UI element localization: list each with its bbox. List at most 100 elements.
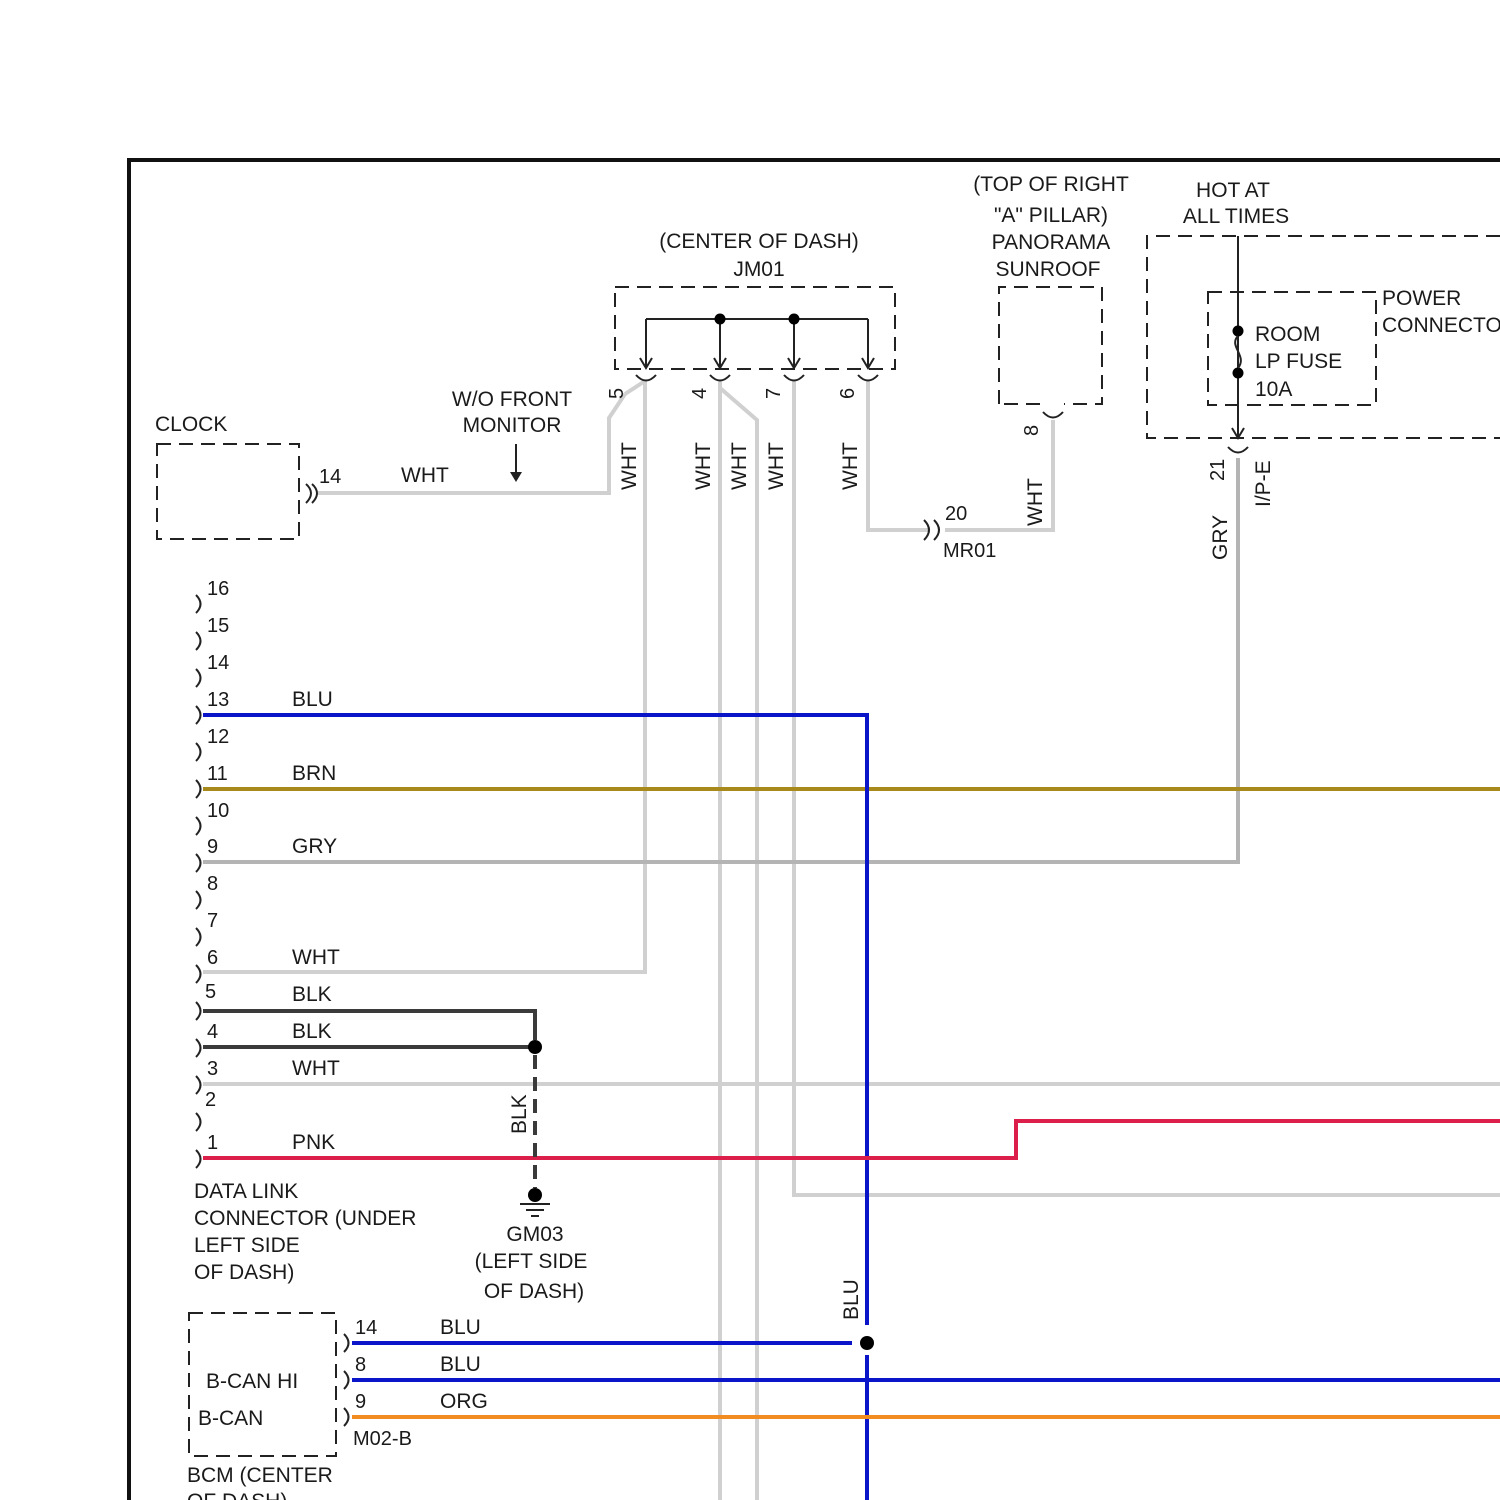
bcm-pin-glyphs	[344, 1334, 349, 1426]
mr01-pin: 20	[945, 503, 967, 525]
dlc-pin-9: 9	[207, 836, 218, 858]
ground-label-3: OF DASH)	[484, 1280, 584, 1303]
clock-pin-number: 14	[319, 466, 341, 488]
wire-label-wht6: WHT	[292, 946, 340, 969]
wire-label-blu-vertical: BLU	[840, 1279, 863, 1320]
dlc-pin-glyph	[196, 743, 201, 761]
hot-at-label-1: HOT AT	[1196, 179, 1270, 202]
dlc-pin-1: 1	[207, 1132, 218, 1154]
dlc-pin-glyph	[196, 1150, 201, 1168]
dlc-pin-10: 10	[207, 800, 229, 822]
bcm-pin-9: 9	[355, 1391, 366, 1413]
dlc-pin-14: 14	[207, 652, 229, 674]
wire-blk-dlc5	[203, 1011, 535, 1040]
dlc-pin-glyph	[196, 891, 201, 909]
wire-label-jm4a: WHT	[692, 442, 715, 490]
dlc-label-3: LEFT SIDE	[194, 1234, 300, 1257]
wire-label-blk-vertical: BLK	[508, 1094, 531, 1134]
dlc-pin-glyph	[196, 780, 201, 798]
dlc-pin-8: 8	[207, 873, 218, 895]
note-wo-front-monitor-2: MONITOR	[463, 414, 562, 437]
dlc-pin-glyph	[196, 928, 201, 946]
sunroof-label-4: SUNROOF	[996, 258, 1101, 281]
sunroof-pin-8: 8	[1021, 425, 1043, 436]
dlc-label-4: OF DASH)	[194, 1261, 294, 1284]
jm01-name: JM01	[733, 258, 784, 281]
fuse-label-1: ROOM	[1255, 323, 1320, 346]
wire-label-jm7: WHT	[765, 442, 788, 490]
sunroof-pin-glyph	[1043, 412, 1063, 418]
dlc-pin-glyph	[196, 817, 201, 835]
dlc-pin-glyph	[196, 1113, 201, 1131]
sunroof-label-2: "A" PILLAR)	[994, 204, 1108, 227]
sunroof-box	[999, 287, 1102, 404]
jm01-splice-4	[715, 314, 726, 325]
bcm-pin-14: 14	[355, 1317, 377, 1339]
bcm-connector-id: M02-B	[353, 1428, 412, 1450]
wire-label-sunroof: WHT	[1024, 478, 1047, 526]
dlc-pin-15: 15	[207, 615, 229, 637]
wire-wht-jm5-stub	[625, 381, 645, 394]
wire-label-pnk1: PNK	[292, 1131, 335, 1154]
dlc-pin-11: 11	[207, 763, 228, 785]
wire-label-brn11: BRN	[292, 762, 336, 785]
dlc-pin-numbers: 16 15 14 13 12 11 10 9 8 7 6 5 4 3 2 1	[205, 578, 229, 1154]
blk-splice	[528, 1040, 542, 1054]
dlc-pin-glyph	[196, 854, 201, 872]
wire-label-jm4b: WHT	[728, 442, 751, 490]
dlc-pin-glyph	[196, 595, 201, 613]
clock-label: CLOCK	[155, 413, 227, 436]
wire-label-clock-wht: WHT	[401, 464, 449, 487]
bcm-label-1: BCM (CENTER	[187, 1464, 333, 1487]
bcm-signal-bcan: B-CAN	[198, 1407, 263, 1430]
ground-label-2: (LEFT SIDE	[475, 1250, 588, 1273]
ground-symbol	[520, 1188, 550, 1216]
jm01-pin-6: 6	[837, 388, 859, 399]
power-pin-21: 21	[1207, 459, 1229, 481]
wire-label-gry9: GRY	[292, 835, 337, 858]
power-connector-id: I/P-E	[1252, 460, 1275, 507]
dlc-pin-13: 13	[207, 689, 229, 711]
jm01-box	[615, 287, 895, 369]
jm01-location: (CENTER OF DASH)	[659, 230, 859, 253]
dlc-pin-5: 5	[205, 981, 216, 1003]
wire-label-jm6: WHT	[839, 442, 862, 490]
fuse-label-2: LP FUSE	[1255, 350, 1342, 373]
sunroof-label-3: PANORAMA	[992, 231, 1111, 254]
wire-pnk-dlc1	[203, 1121, 1500, 1158]
dlc-label-2: CONNECTOR (UNDER	[194, 1207, 416, 1230]
dlc-pin-glyph	[196, 669, 201, 687]
dlc-pin-2: 2	[205, 1089, 216, 1111]
dlc-pin-7: 7	[207, 910, 218, 932]
note-arrow-head	[510, 472, 522, 482]
wire-label-blk5: BLK	[292, 983, 332, 1006]
dlc-label-1: DATA LINK	[194, 1180, 298, 1203]
jm01-bus	[636, 319, 878, 381]
dlc-pin-glyph	[196, 1076, 201, 1094]
dlc-pin-glyphs	[196, 595, 201, 1168]
dlc-pin-16: 16	[207, 578, 229, 600]
wire-label-org9: ORG	[440, 1390, 488, 1413]
wire-label-gry-vertical: GRY	[1209, 515, 1232, 560]
wire-label-blu14: BLU	[440, 1316, 481, 1339]
power-connector-label-1: POWER	[1382, 287, 1461, 310]
wire-label-blu8: BLU	[440, 1353, 481, 1376]
bcm-signal-bcan-hi: B-CAN HI	[206, 1370, 298, 1393]
hot-at-label-2: ALL TIMES	[1183, 205, 1289, 228]
blu-splice	[860, 1336, 874, 1350]
wire-label-wht3: WHT	[292, 1057, 340, 1080]
clock-box	[157, 444, 299, 539]
dlc-pin-glyph	[196, 1039, 201, 1057]
ground-name: GM03	[506, 1223, 563, 1246]
dlc-pin-glyph	[196, 1002, 201, 1020]
jm01-pin-4: 4	[689, 388, 711, 399]
wire-wht-jm6-mr01	[868, 381, 930, 530]
dlc-pin-12: 12	[207, 726, 229, 748]
jm01-splice-7	[789, 314, 800, 325]
power-connector-label-2: CONNECTO	[1382, 314, 1500, 337]
fuse-label-3: 10A	[1255, 378, 1292, 401]
dlc-pin-glyph	[196, 706, 201, 724]
dlc-pin-glyph	[196, 965, 201, 983]
dlc-pin-4: 4	[207, 1021, 218, 1043]
